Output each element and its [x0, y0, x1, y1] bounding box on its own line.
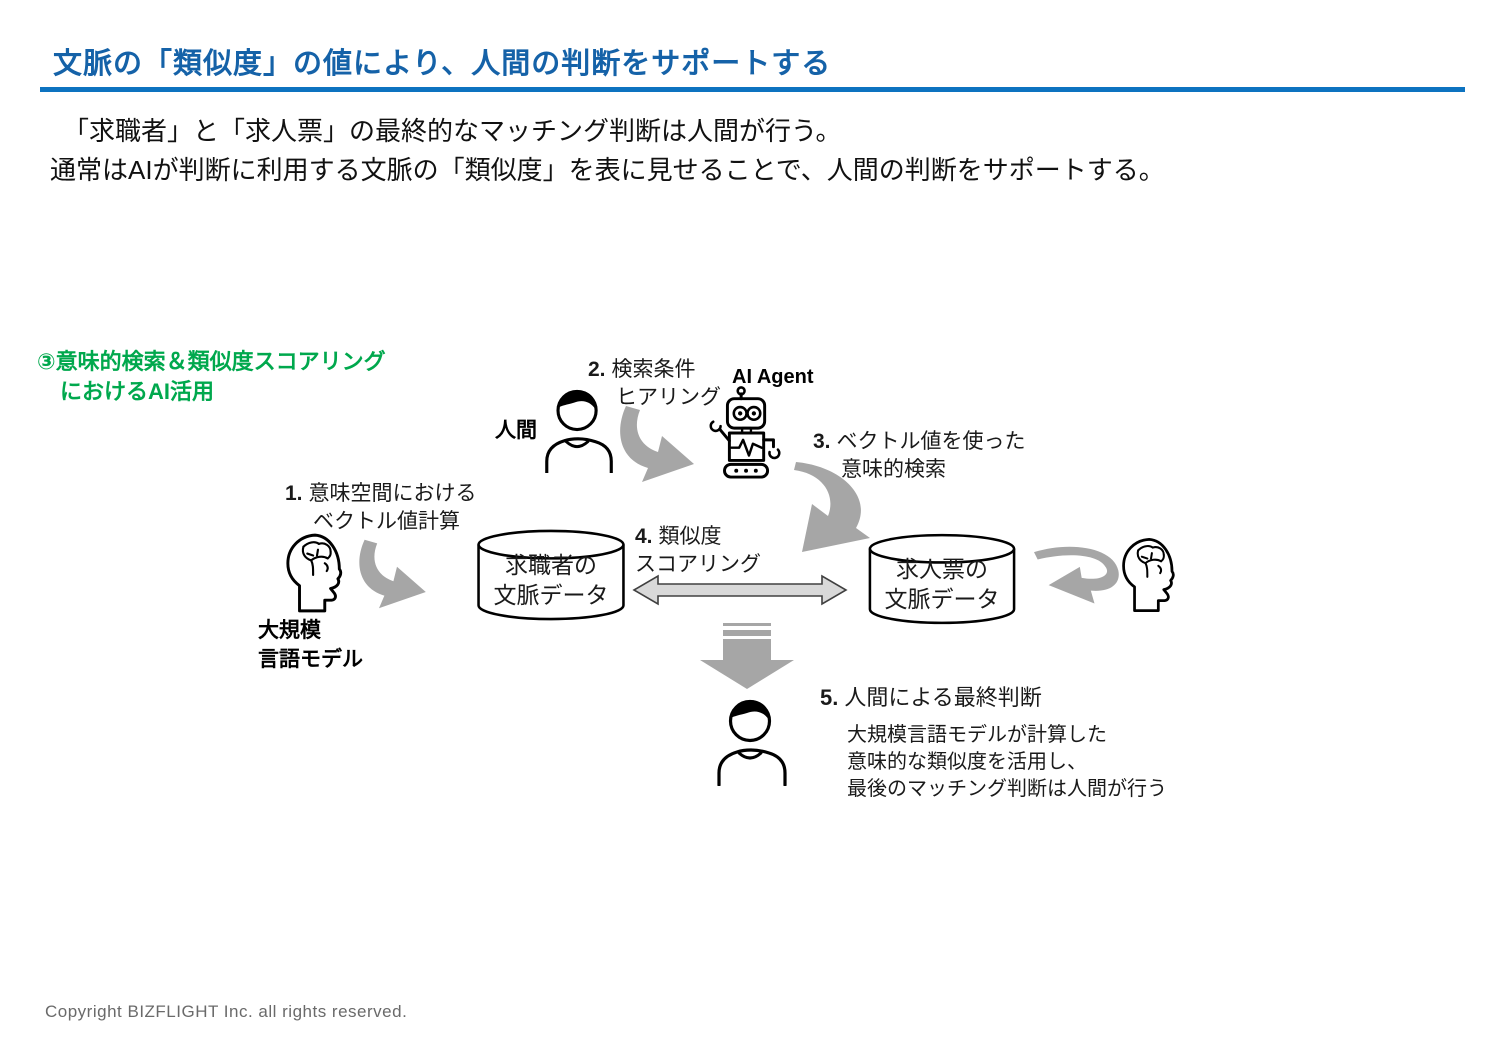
title-underline: [40, 87, 1465, 92]
human-top-label: 人間: [495, 419, 537, 442]
cylinder-jobposting-label: 求人票の 文脈データ: [884, 556, 1000, 612]
copyright: Copyright BIZFLIGHT Inc. all rights rese…: [45, 1002, 408, 1021]
step-1-number: 1.: [285, 482, 303, 505]
step-5-note: 大規模言語モデルが計算した 意味的な類似度を活用し、 最後のマッチング判断は人間…: [847, 722, 1167, 803]
section-label-line-1: ③意味的検索＆類似度スコアリング: [37, 349, 386, 374]
step-5-note-line-3: 最後のマッチング判断は人間が行う: [847, 778, 1167, 800]
llm-label-line-1: 大規模: [258, 619, 321, 642]
brain-head-icon-left: [283, 532, 351, 614]
llm-label-line-2: 言語モデル: [258, 648, 363, 671]
page-title: 文脈の「類似度」の値により、人間の判断をサポートする: [53, 48, 832, 80]
lead-line-1: 「求職者」と「求人票」の最終的なマッチング判断は人間が行う。: [63, 116, 842, 146]
step-5-note-line-2: 意味的な類似度を活用し、: [847, 751, 1087, 773]
arrow-agent-to-jobdata-icon: [778, 460, 878, 555]
step-2-line-1: 検索条件: [611, 358, 696, 381]
striped-down-arrow-icon: [700, 623, 794, 691]
section-label-line-2: におけるAI活用: [60, 379, 215, 404]
step-3-line-2: 意味的検索: [841, 458, 946, 481]
step-4-line-1: 類似度: [658, 525, 722, 548]
cylinder-seeker-label: 求職者の 文脈データ: [493, 552, 609, 608]
brain-head-icon-right: [1119, 536, 1183, 614]
step-4-line-2: スコアリング: [635, 553, 761, 576]
step-3: 3.ベクトル値を使った 意味的検索: [813, 428, 1026, 484]
cylinder-seeker-data: 求職者の 文脈データ: [475, 528, 627, 622]
lead-paragraph: 「求職者」と「求人票」の最終的なマッチング判断は人間が行う。 通常はAIが判断に…: [50, 112, 1165, 190]
step-2-line-2: ヒアリング: [616, 386, 721, 409]
step-1-line-1: 意味空間における: [308, 482, 477, 505]
step-3-line-1: ベクトル値を使った: [836, 430, 1026, 453]
step-1-line-2: ベクトル値計算: [313, 510, 460, 533]
robot-icon: [703, 385, 793, 481]
step-2: 2.検索条件 ヒアリング: [588, 356, 721, 412]
step-3-number: 3.: [813, 430, 831, 453]
arrow-human-to-agent-icon: [612, 404, 712, 484]
step-1: 1.意味空間における ベクトル値計算: [285, 480, 477, 536]
step-5-number: 5.: [820, 685, 839, 710]
person-icon: [540, 387, 620, 473]
ai-agent-label: AI Agent: [732, 366, 814, 388]
step-5-line-1: 人間による最終判断: [844, 685, 1042, 710]
cylinder-jobposting-data: 求人票の 文脈データ: [867, 532, 1017, 626]
section-label: ③意味的検索＆類似度スコアリング におけるAI活用: [37, 347, 386, 407]
lead-line-2: 通常はAIが判断に利用する文脈の「類似度」を表に見せることで、人間の判断をサポー…: [50, 155, 1165, 185]
step-4-number: 4.: [635, 525, 653, 548]
arrow-llm-to-jobdata-icon: [1032, 543, 1124, 609]
step-4: 4.類似度 スコアリング: [635, 523, 761, 579]
llm-label: 大規模 言語モデル: [258, 616, 363, 674]
step-2-number: 2.: [588, 358, 606, 381]
step-5-note-line-1: 大規模言語モデルが計算した: [847, 724, 1107, 746]
double-arrow-icon: [632, 574, 848, 606]
step-5: 5.人間による最終判断: [820, 684, 1042, 712]
person-icon-bottom: [713, 696, 793, 786]
arrow-llm-to-seekerdata-icon: [352, 538, 442, 610]
